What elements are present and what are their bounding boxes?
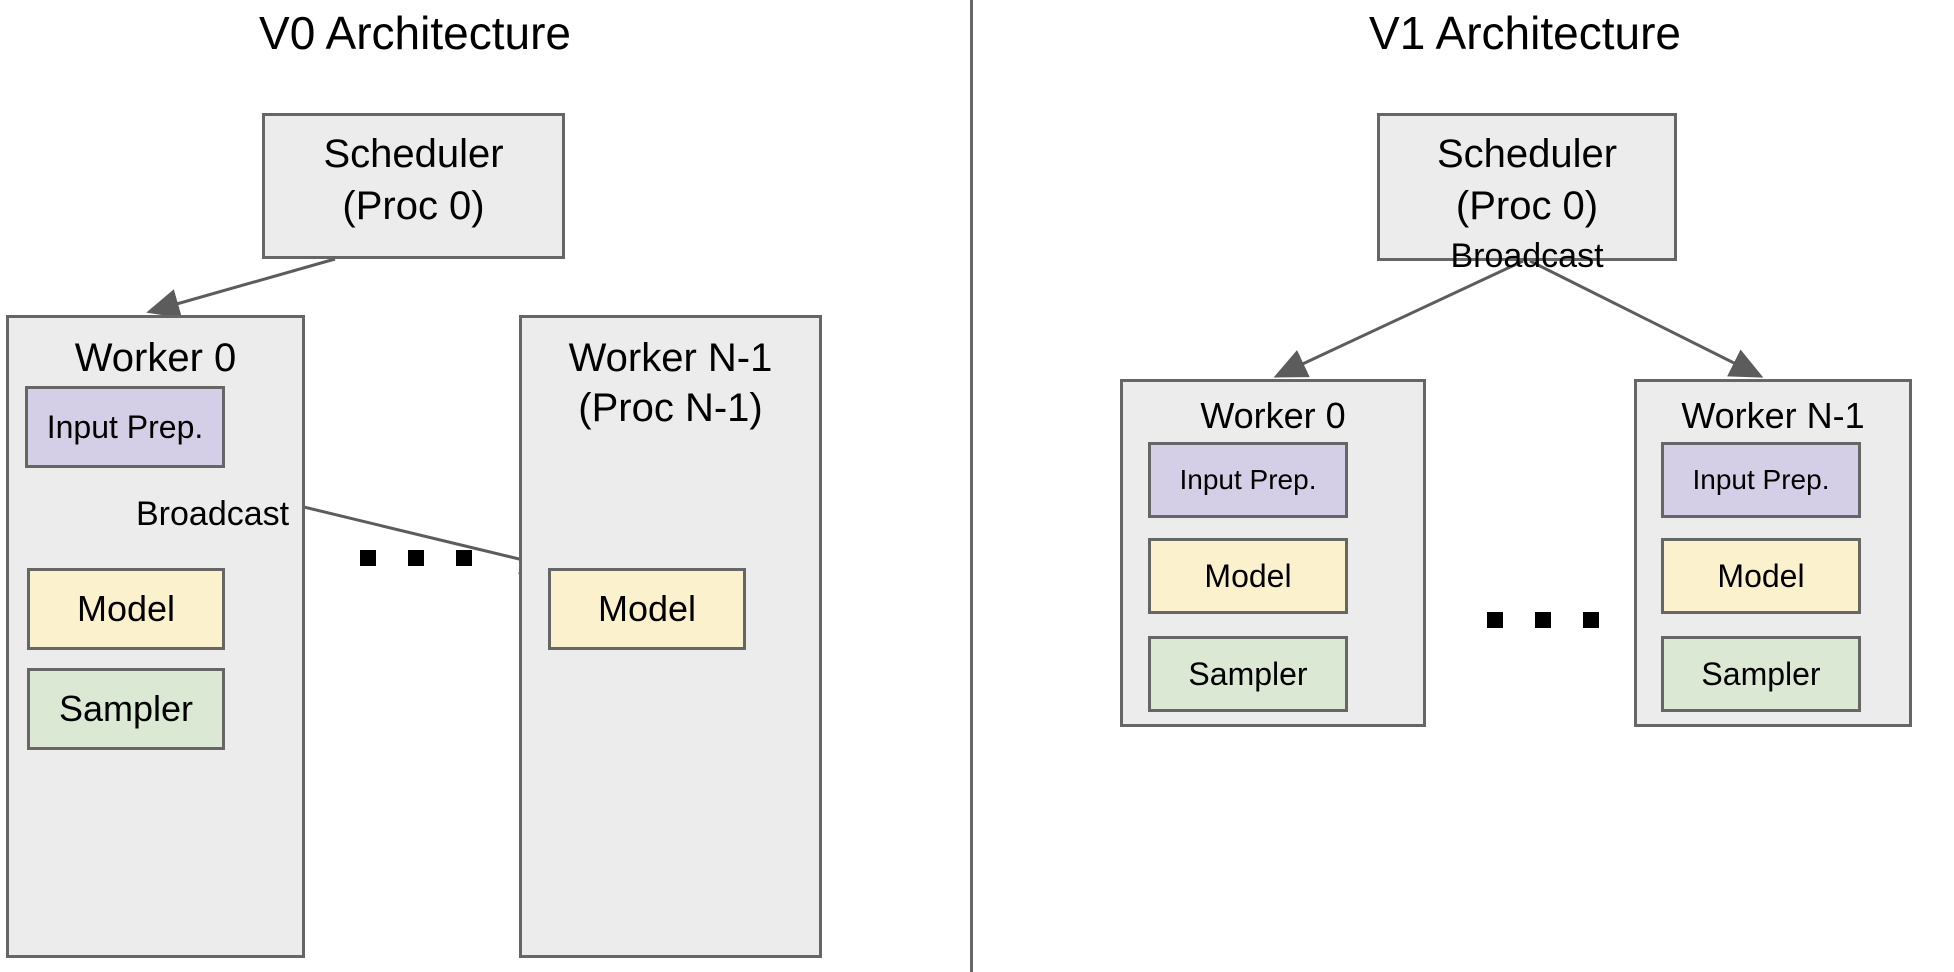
v1-ellipsis-dot-1 [1487,612,1503,628]
v1-worker-0-input-prep[interactable]: Input Prep. [1148,442,1348,518]
v0-scheduler-label-line2: (Proc 0) [342,184,485,228]
v1-worker-n-1-label-line1: Worker N-1 [1681,395,1865,436]
v1-ellipsis-dot-3 [1583,612,1599,628]
v1-scheduler-label-line2: (Proc 0) [1455,184,1599,228]
v0-ellipsis-dot-1 [360,550,376,566]
v0-worker-n-1-label-line2: (Proc N-1) [578,386,763,430]
v0-worker-n-1-label-line1: Worker N-1 [568,336,773,380]
v1-worker-0-label-line1: Worker 0 [1200,395,1346,436]
v0-scheduler-box[interactable]: Scheduler (Proc 0) [262,113,565,259]
v1-scheduler-box[interactable]: Scheduler (Proc 0) [1377,113,1677,261]
v1-worker-0-sampler[interactable]: Sampler [1148,636,1348,712]
v1-broadcast-label: Broadcast [1450,237,1604,275]
v0-worker-0-input-prep[interactable]: Input Prep. [25,386,225,468]
v0-panel-title: V0 Architecture [259,7,571,59]
v0-scheduler-label-line1: Scheduler [323,132,504,176]
v0-worker-0-model[interactable]: Model [27,568,225,650]
v1-panel-title: V1 Architecture [1369,7,1681,59]
v0-worker-0-sampler[interactable]: Sampler [27,668,225,750]
arrow-v0-scheduler-to-worker0 [146,257,336,319]
v1-scheduler-label-line1: Scheduler [1436,132,1618,176]
v0-ellipsis-dot-3 [456,550,472,566]
v0-ellipsis [360,550,472,566]
v0-worker-n-1-model[interactable]: Model [548,568,746,650]
v0-ellipsis-dot-2 [408,550,424,566]
v1-ellipsis [1487,612,1599,628]
v1-worker-n-1-input-prep[interactable]: Input Prep. [1661,442,1861,518]
v1-worker-0-model[interactable]: Model [1148,538,1348,614]
arrow-v1-scheduler-to-worker0 [1273,259,1524,378]
v1-ellipsis-dot-2 [1535,612,1551,628]
v0-broadcast-label: Broadcast [136,495,290,533]
v1-worker-n-1-model[interactable]: Model [1661,538,1861,614]
v0-worker-0-label-line1: Worker 0 [74,336,237,380]
panel-divider [970,0,973,972]
v1-worker-n-1-sampler[interactable]: Sampler [1661,636,1861,712]
arrow-v1-scheduler-to-workerN [1529,259,1764,378]
